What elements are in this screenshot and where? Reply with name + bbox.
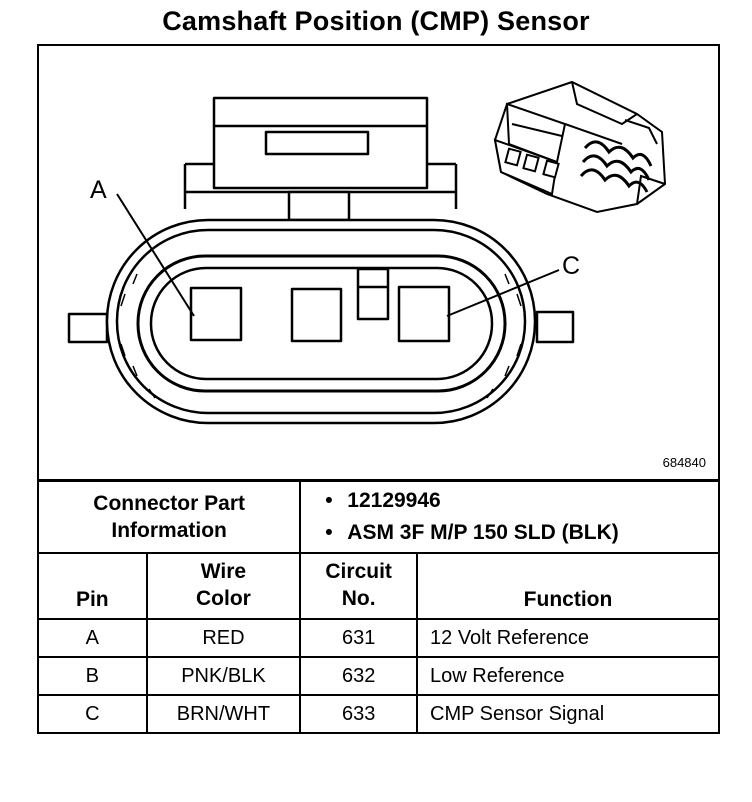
callout-a-leader <box>116 193 195 317</box>
connector-part-number: 12129946 <box>347 485 718 517</box>
callout-a: A <box>90 176 107 204</box>
function-cell: CMP Sensor Signal <box>416 694 720 734</box>
connector-part-row: Connector Part Information 12129946 ASM … <box>36 480 720 554</box>
callout-c: C <box>562 252 580 280</box>
circuit-cell: 631 <box>299 618 419 658</box>
pin-a-terminal <box>189 286 243 342</box>
connector-part-description: ASM 3F M/P 150 SLD (BLK) <box>347 517 718 549</box>
connector-left-tab <box>67 312 109 344</box>
table-header-row: Pin Wire Color Circuit No. Function <box>37 552 720 620</box>
pin-cell: B <box>37 656 148 696</box>
connector-part-values: 12129946 ASM 3F M/P 150 SLD (BLK) <box>299 480 720 554</box>
circuit-cell: 633 <box>299 694 419 734</box>
pin-b-terminal <box>290 287 343 343</box>
header-pin: Pin <box>37 552 148 620</box>
header-function: Function <box>416 552 720 620</box>
connector-part-label-line1: Connector Part <box>93 492 245 515</box>
header-circuit: Circuit No. <box>299 552 419 620</box>
polarization-key <box>356 267 390 321</box>
pin-cell: A <box>37 618 148 658</box>
table-row: C BRN/WHT 633 CMP Sensor Signal <box>37 694 720 734</box>
connector-right-tab <box>535 310 575 344</box>
callout-c-leader <box>446 269 560 317</box>
connector-info-table: Connector Part Information 12129946 ASM … <box>36 480 720 734</box>
connector-perspective-icon <box>493 80 667 214</box>
wire-color-cell: PNK/BLK <box>145 656 302 696</box>
connector-part-label-line2: Information <box>111 519 227 542</box>
wire-color-cell: BRN/WHT <box>145 694 302 734</box>
header-wire-color: Wire Color <box>145 552 302 620</box>
pin-cell: C <box>37 694 148 734</box>
wire-color-cell: RED <box>145 618 302 658</box>
diagram-frame <box>37 44 720 481</box>
connector-latch <box>183 96 458 222</box>
function-cell: 12 Volt Reference <box>416 618 720 658</box>
pin-c-terminal <box>397 285 451 343</box>
figure-id: 684840 <box>662 455 706 470</box>
connector-part-label: Connector Part Information <box>36 480 302 554</box>
page-title: Camshaft Position (CMP) Sensor <box>162 6 590 36</box>
function-cell: Low Reference <box>416 656 720 696</box>
table-row: B PNK/BLK 632 Low Reference <box>37 656 720 696</box>
circuit-cell: 632 <box>299 656 419 696</box>
table-row: A RED 631 12 Volt Reference <box>37 618 720 658</box>
connector-diagram: A C <box>67 80 667 425</box>
